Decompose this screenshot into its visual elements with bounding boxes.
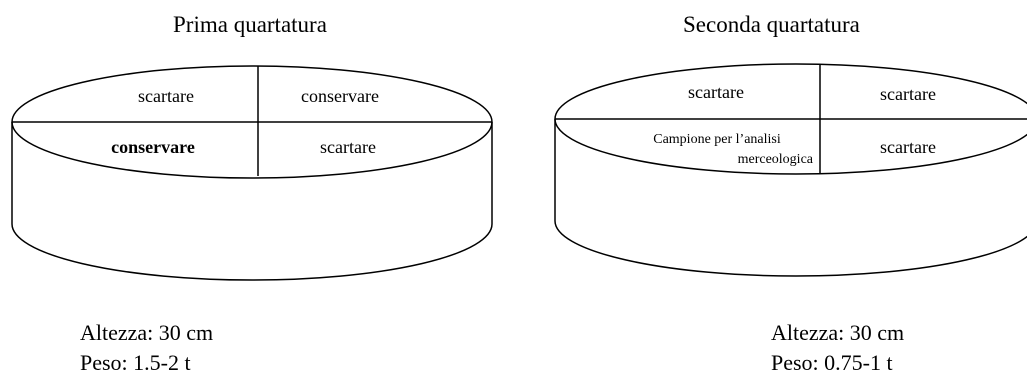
left-quadrant-top-left: scartare: [138, 86, 194, 106]
right-height-label: Altezza: 30 cm: [771, 320, 905, 345]
right-cylinder-specs: Altezza: 30 cm Peso: 0.75-1 t: [771, 318, 904, 378]
right-quadrant-bottom-left-line1: Campione per l’analisi: [653, 132, 781, 147]
left-cylinder-title: Prima quartatura: [173, 12, 327, 37]
left-quadrant-bottom-left: conservare: [111, 137, 195, 157]
right-quadrant-top-left: scartare: [688, 82, 744, 102]
left-weight-label: Peso: 1.5-2 t: [80, 350, 191, 375]
right-quadrant-bottom-left-line2: merceologica: [738, 152, 814, 167]
right-cylinder-title: Seconda quartatura: [683, 12, 860, 37]
right-weight-label: Peso: 0.75-1 t: [771, 350, 893, 375]
left-quadrant-bottom-right: scartare: [320, 137, 376, 157]
right-cylinder-body: [554, 119, 1027, 277]
right-cylinder: [554, 63, 1027, 277]
left-quadrant-top-right: conservare: [301, 86, 379, 106]
right-quadrant-top-right: scartare: [880, 84, 936, 104]
left-cylinder-specs: Altezza: 30 cm Peso: 1.5-2 t: [80, 318, 213, 378]
right-quadrant-bottom-right: scartare: [880, 137, 936, 157]
left-cylinder: [11, 65, 493, 281]
left-cylinder-body: [11, 122, 493, 281]
left-height-label: Altezza: 30 cm: [80, 320, 214, 345]
